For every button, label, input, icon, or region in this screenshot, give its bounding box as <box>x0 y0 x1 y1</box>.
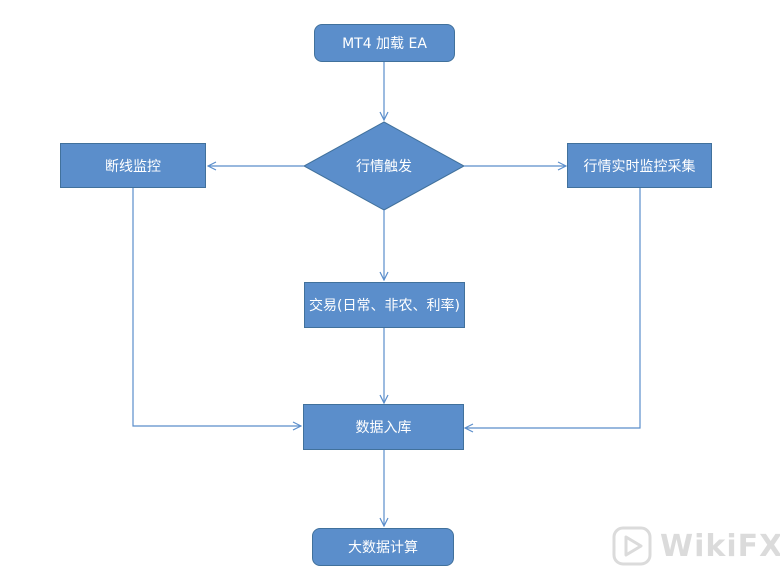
trade-node: 交易(日常、非农、利率) <box>304 282 465 328</box>
bigdata-node: 大数据计算 <box>312 528 454 566</box>
realtime-monitor-node: 行情实时监控采集 <box>567 143 712 188</box>
disconnect-monitor-node: 断线监控 <box>60 143 206 188</box>
mt4-load-node: MT4 加载 EA <box>314 24 455 62</box>
wikifx-watermark: WikiFX <box>612 526 780 566</box>
wikifx-logo-icon <box>612 526 652 566</box>
watermark-text: WikiFX <box>660 528 780 564</box>
data-storage-node: 数据入库 <box>303 404 464 450</box>
arrow-realtime-to-storage <box>465 188 641 428</box>
trigger-node-label: 行情触发 <box>356 159 412 175</box>
arrow-disconnect-to-storage <box>132 188 301 426</box>
